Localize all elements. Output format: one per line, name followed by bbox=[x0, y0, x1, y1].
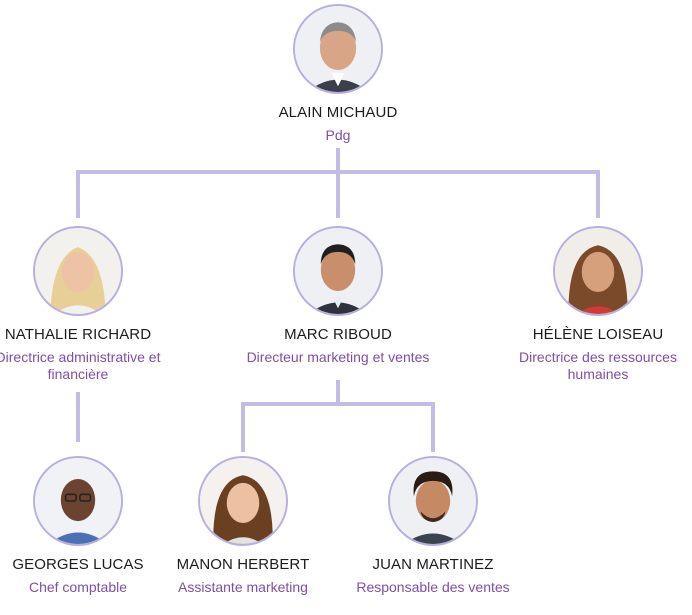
node-georges-lucas: GEORGES LUCAS Chef comptable bbox=[0, 456, 188, 596]
person-name: ALAIN MICHAUD bbox=[278, 104, 398, 121]
avatar bbox=[198, 456, 288, 546]
avatar bbox=[33, 226, 123, 316]
person-role: Assistante marketing bbox=[178, 579, 308, 595]
person-name: JUAN MARTINEZ bbox=[372, 556, 494, 573]
node-manon-herbert: MANON HERBERT Assistante marketing bbox=[133, 456, 353, 596]
avatar bbox=[388, 456, 478, 546]
person-name: NATHALIE RICHARD bbox=[4, 326, 152, 343]
person-role: Directrice des ressources humaines bbox=[519, 349, 677, 382]
node-juan-martinez: JUAN MARTINEZ Responsable des ventes bbox=[323, 456, 543, 596]
node-helene-loiseau: HÉLÈNE LOISEAU Directrice des ressources… bbox=[488, 226, 692, 383]
person-name: GEORGES LUCAS bbox=[12, 556, 144, 573]
avatar bbox=[553, 226, 643, 316]
node-nathalie-richard: NATHALIE RICHARD Directrice administrati… bbox=[0, 226, 188, 383]
avatar bbox=[293, 226, 383, 316]
avatar bbox=[33, 456, 123, 546]
node-alain-michaud: ALAIN MICHAUD Pdg bbox=[228, 4, 448, 144]
person-name: MANON HERBERT bbox=[176, 556, 310, 573]
avatar bbox=[293, 4, 383, 94]
person-name: HÉLÈNE LOISEAU bbox=[532, 326, 664, 343]
person-role: Chef comptable bbox=[28, 579, 128, 595]
node-marc-riboud: MARC RIBOUD Directeur marketing et vente… bbox=[228, 226, 448, 366]
person-name: MARC RIBOUD bbox=[284, 326, 392, 343]
person-role: Directeur marketing et ventes bbox=[246, 349, 430, 365]
person-role: Directrice administrative et financière bbox=[0, 349, 161, 382]
person-role: Pdg bbox=[325, 127, 351, 143]
person-role: Responsable des ventes bbox=[356, 579, 510, 595]
